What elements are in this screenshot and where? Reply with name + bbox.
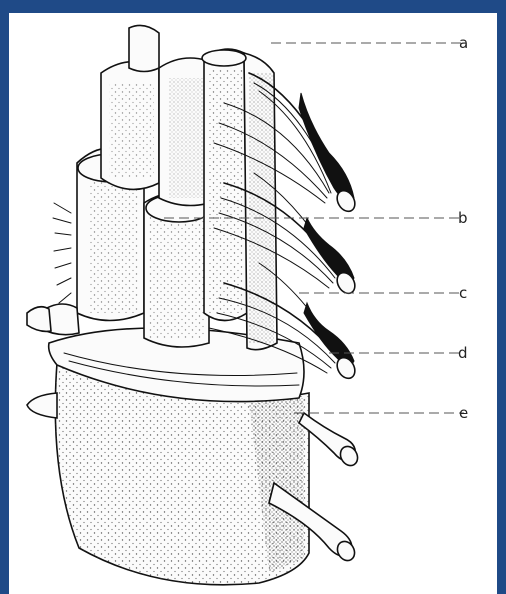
label-c: c bbox=[459, 284, 467, 302]
figure-panel: a b c d e bbox=[9, 13, 497, 594]
spinal-segment-illustration: a b c d e bbox=[9, 13, 497, 594]
label-a: a bbox=[459, 34, 468, 52]
label-b: b bbox=[458, 209, 468, 227]
label-d: d bbox=[458, 344, 468, 362]
label-e: e bbox=[459, 404, 468, 422]
vertebral-body bbox=[27, 328, 309, 585]
